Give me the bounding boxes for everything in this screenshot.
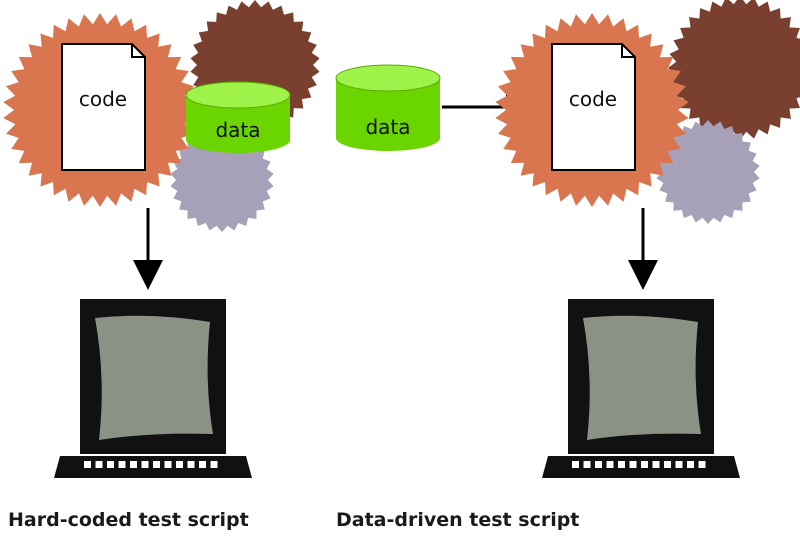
keyboard-key [595,461,602,468]
keyboard-key [664,461,671,468]
keyboard-key [95,461,103,468]
right-gear-cluster [495,0,800,224]
keyboard-key [698,461,706,468]
keyboard-key [652,461,660,468]
middle-data-cylinder-icon: data [335,64,441,151]
keyboard-key [153,461,160,468]
keyboard-key [176,461,183,468]
keyboard-key [199,461,206,468]
right-laptop-icon [542,299,740,478]
keyboard-key [572,461,579,468]
keyboard-key [629,461,637,468]
right-code-label: code [569,87,617,111]
keyboard-key [675,461,683,468]
gray-gear-icon [656,120,760,224]
left-data-label: data [215,118,260,142]
left-laptop-icon [54,299,252,478]
keyboard-key [618,461,625,468]
right-keyboard [572,461,706,468]
left-data-cylinder-icon: data [185,81,291,153]
keyboard-key [84,461,91,468]
left-code-document-icon: code [61,43,146,171]
left-keyboard [84,461,218,468]
keyboard-key [641,461,648,468]
keyboard-key [583,461,591,468]
keyboard-key [141,461,149,468]
keyboard-key [606,461,614,468]
keyboard-key [130,461,137,468]
data-driven-caption: Data-driven test script [336,509,580,531]
gray-gear-icon [170,128,274,232]
keyboard-key [187,461,195,468]
keyboard-key [107,461,114,468]
left-code-label: code [79,87,127,111]
hard-coded-caption: Hard-coded test script [8,509,249,531]
keyboard-key [687,461,694,468]
right-code-document-icon: code [551,43,636,171]
middle-data-label: data [365,115,410,139]
keyboard-key [118,461,126,468]
keyboard-key [210,461,218,468]
brown-gear-icon [668,0,800,140]
keyboard-key [164,461,172,468]
